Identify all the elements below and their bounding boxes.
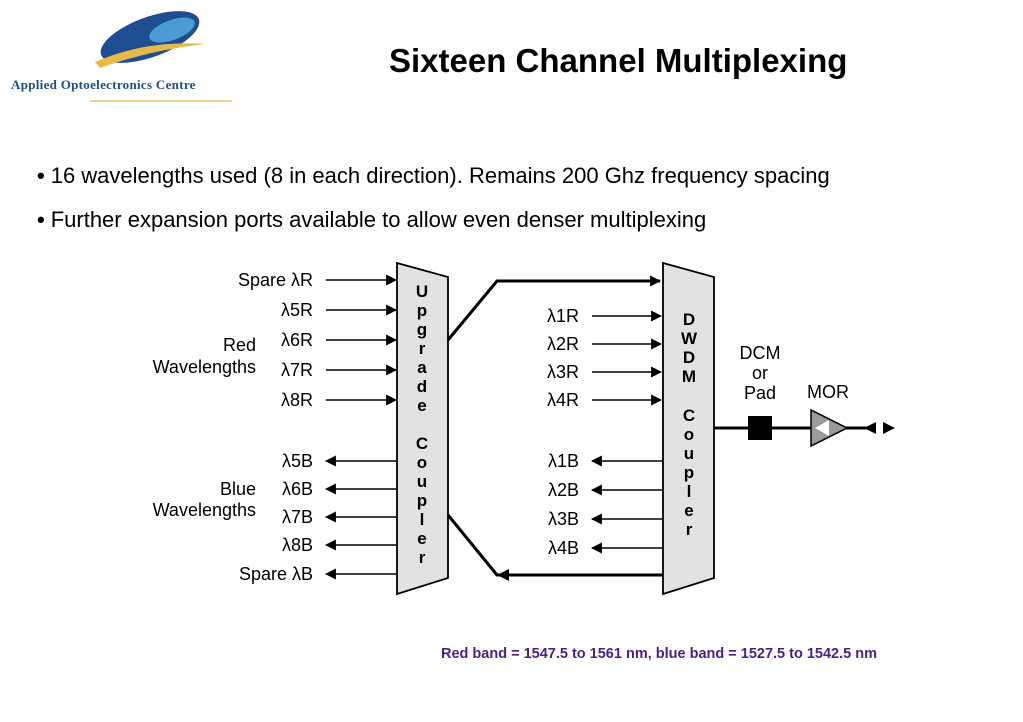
logo: Applied Optoelectronics Centre bbox=[0, 0, 300, 120]
coupler-letter: e bbox=[417, 529, 426, 548]
wavelength-label: Spare λR bbox=[238, 270, 313, 290]
wavelength-label: λ7B bbox=[282, 507, 313, 527]
wavelength-label: λ4B bbox=[548, 538, 579, 558]
coupler-letter: p bbox=[417, 491, 427, 510]
output-arrowhead-right bbox=[883, 422, 895, 434]
mid-outputs: λ1B λ2B λ3B λ4B bbox=[548, 451, 662, 558]
dcm-label: DCM or Pad bbox=[740, 343, 781, 403]
coupler-letter: r bbox=[419, 339, 426, 358]
coupler-letter: o bbox=[417, 453, 427, 472]
coupler-letter: l bbox=[687, 482, 692, 501]
bullet-text: Further expansion ports available to all… bbox=[50, 207, 707, 232]
dcm-block bbox=[748, 416, 772, 440]
dcm-label-line: Pad bbox=[744, 383, 776, 403]
bullet-item: •Further expansion ports available to al… bbox=[37, 207, 707, 232]
page-title: Sixteen Channel Multiplexing bbox=[389, 42, 848, 79]
wavelength-label: λ7R bbox=[281, 360, 313, 380]
coupler-letter: p bbox=[684, 463, 694, 482]
mor-label: MOR bbox=[807, 382, 849, 402]
coupler-letter: d bbox=[417, 377, 427, 396]
upgrade-coupler: U p g r a d e C o u p l e r bbox=[396, 261, 449, 596]
coupler-letter: u bbox=[417, 472, 427, 491]
coupler-letter: D bbox=[683, 348, 695, 367]
dwdm-coupler-body bbox=[662, 261, 715, 596]
wavelength-label: λ2R bbox=[547, 334, 579, 354]
wavelength-label: Spare λB bbox=[239, 564, 313, 584]
coupler-letter: e bbox=[684, 501, 693, 520]
dcm-label-line: or bbox=[752, 363, 768, 383]
coupler-letter: W bbox=[681, 329, 698, 348]
band-footnote: Red band = 1547.5 to 1561 nm, blue band … bbox=[441, 646, 877, 662]
logo-text: Applied Optoelectronics Centre bbox=[11, 77, 196, 92]
coupler-letter: o bbox=[684, 425, 694, 444]
coupler-letter: a bbox=[417, 358, 427, 377]
red-group-label: Red bbox=[223, 335, 256, 355]
wavelength-label: λ8B bbox=[282, 535, 313, 555]
lower-link-arrowhead bbox=[497, 569, 509, 581]
upper-link-line bbox=[446, 275, 662, 341]
coupler-letter: M bbox=[682, 367, 696, 386]
coupler-letter: g bbox=[417, 320, 427, 339]
logo-emblem bbox=[90, 11, 232, 102]
dwdm-coupler: D W D M C o u p l e r bbox=[662, 261, 715, 596]
bullet-item: •16 wavelengths used (8 in each directio… bbox=[37, 163, 830, 188]
wavelength-label: λ6B bbox=[282, 479, 313, 499]
coupler-letter: u bbox=[684, 444, 694, 463]
blue-group-label: Wavelengths bbox=[153, 500, 256, 520]
output-arrowhead-left bbox=[864, 422, 876, 434]
blue-group-label: Blue bbox=[220, 479, 256, 499]
coupler-letter: r bbox=[419, 548, 426, 567]
coupler-letter: C bbox=[683, 406, 695, 425]
left-outputs: λ5B λ6B λ7B λ8B Spare λB bbox=[239, 451, 396, 584]
wavelength-label: λ3R bbox=[547, 362, 579, 382]
wavelength-label: λ1B bbox=[548, 451, 579, 471]
red-group-label: Wavelengths bbox=[153, 357, 256, 377]
wavelength-label: λ1R bbox=[547, 306, 579, 326]
coupler-letter: r bbox=[686, 520, 693, 539]
mid-inputs: λ1R λ2R λ3R λ4R bbox=[547, 306, 663, 410]
coupler-letter: D bbox=[683, 310, 695, 329]
wavelength-label: λ5R bbox=[281, 300, 313, 320]
bullet-text: 16 wavelengths used (8 in each direction… bbox=[50, 163, 830, 188]
left-inputs: Spare λR λ5R λ6R λ7R λ8R bbox=[238, 270, 398, 410]
coupler-letter: e bbox=[417, 396, 426, 415]
upgrade-coupler-body bbox=[396, 261, 449, 596]
wavelength-label: λ6R bbox=[281, 330, 313, 350]
bullet-list: •16 wavelengths used (8 in each directio… bbox=[37, 154, 830, 242]
mor-amplifier-inner bbox=[815, 420, 829, 436]
wavelength-label: λ8R bbox=[281, 390, 313, 410]
coupler-letter: U bbox=[416, 282, 428, 301]
wavelength-label: λ5B bbox=[282, 451, 313, 471]
coupler-letter: l bbox=[420, 510, 425, 529]
wavelength-label: λ2B bbox=[548, 480, 579, 500]
dcm-label-line: DCM bbox=[740, 343, 781, 363]
coupler-letter: p bbox=[417, 301, 427, 320]
coupler-letter: C bbox=[416, 434, 428, 453]
wavelength-label: λ4R bbox=[547, 390, 579, 410]
wavelength-label: λ3B bbox=[548, 509, 579, 529]
